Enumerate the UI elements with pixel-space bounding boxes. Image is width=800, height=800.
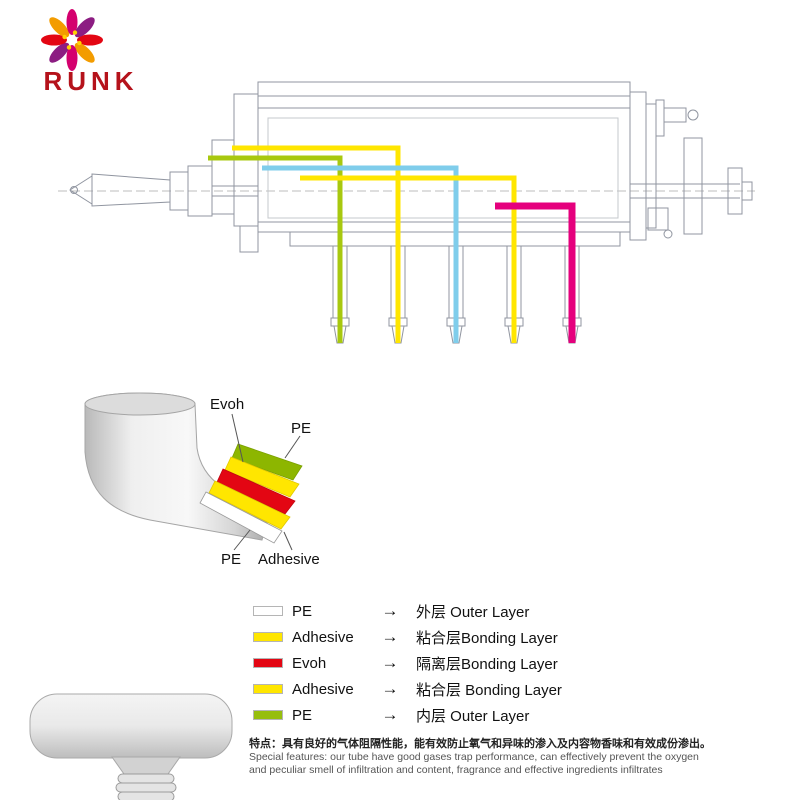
right-arrow-icon: → [381, 705, 399, 724]
features-text-en-line2: and peculiar smell of infiltration and c… [249, 764, 663, 777]
features-text-zh: 特点：具有良好的气体阻隔性能，能有效防止氧气和异味的渗入及内容物香味和有效成份渗… [249, 738, 711, 750]
layer-pe-inner-green [231, 443, 303, 481]
legend-desc: 外层 Outer Layer [416, 603, 530, 621]
right-arrow-icon: → [381, 653, 399, 672]
layer-legend: PE → 外层 Outer Layer Adhesive → 粘合层Bondin… [253, 598, 562, 728]
tube-label-pe-outer: PE [291, 420, 312, 437]
legend-name: PE [292, 706, 313, 724]
melt-feed-channels [208, 145, 576, 343]
callout-line-evoh [231, 413, 244, 463]
extrusion-machine-diagram [58, 81, 755, 344]
tube-label-evoh: Evoh [210, 396, 245, 413]
legend-swatch-adhesive-1 [253, 632, 283, 642]
layer-adhesive-yellow-1 [224, 456, 300, 498]
feed-channel-magenta [495, 202, 576, 343]
layer-pe-outer-white [199, 491, 283, 544]
features-text-en-line1: Special features: our tube have good gas… [249, 751, 699, 764]
layer-adhesive-yellow-2 [208, 480, 291, 530]
legend-desc: 粘合层Bonding Layer [416, 629, 558, 647]
machine-right-assembly [629, 91, 753, 241]
feed-channel-evoh-cyan [262, 165, 459, 343]
feed-channel-adhesive-1 [232, 145, 401, 343]
callout-line-pe-outer [284, 435, 301, 459]
legend-name: PE [292, 602, 313, 620]
tube-opening [84, 392, 196, 416]
legend-row-adhesive-1: Adhesive → 粘合层Bonding Layer [253, 624, 562, 650]
legend-desc: 隔离层Bonding Layer [416, 655, 558, 673]
legend-row-pe-inner: PE → 内层 Outer Layer [253, 702, 562, 728]
tube-neck-threads [115, 773, 177, 800]
legend-desc: 内层 Outer Layer [416, 707, 530, 725]
brand-wordmark: RUNK [43, 66, 139, 96]
legend-swatch-pe-inner [253, 710, 283, 720]
tube-bottom-body [29, 693, 233, 759]
tube-illustration [84, 392, 303, 551]
features-block: 特点：具有良好的气体阻隔性能，能有效防止氧气和异味的渗入及内容物香味和有效成份渗… [249, 737, 794, 778]
legend-name: Evoh [292, 654, 327, 672]
right-arrow-icon: → [381, 679, 399, 698]
callout-line-adhesive [283, 531, 293, 551]
legend-desc: 粘合层 Bonding Layer [416, 681, 562, 699]
tube-label-adhesive: Adhesive [258, 551, 320, 568]
legend-row-adhesive-2: Adhesive → 粘合层 Bonding Layer [253, 676, 562, 702]
tube-label-pe-inner: PE [221, 551, 242, 568]
right-arrow-icon: → [381, 601, 399, 620]
legend-row-evoh: Evoh → 隔离层Bonding Layer [253, 650, 562, 676]
legend-row-pe-outer: PE → 外层 Outer Layer [253, 598, 562, 624]
layer-evoh-red [216, 468, 296, 515]
legend-name: Adhesive [292, 680, 354, 698]
feed-channel-pe-inner [208, 155, 343, 343]
machine-nozzle [69, 165, 213, 217]
right-arrow-icon: → [381, 627, 399, 646]
callout-line-pe-inner [233, 529, 251, 551]
feed-channel-adhesive-2 [300, 175, 517, 343]
legend-name: Adhesive [292, 628, 354, 646]
legend-swatch-pe-outer [253, 606, 283, 616]
tube-layer-fan [199, 443, 303, 544]
tube-callout-lines [231, 413, 301, 551]
tube-bottom-illustration [29, 693, 233, 800]
pinwheel-logo-icon [41, 9, 103, 71]
legend-swatch-evoh [253, 658, 283, 668]
legend-swatch-adhesive-2 [253, 684, 283, 694]
tube-neck-shoulder [111, 756, 181, 775]
